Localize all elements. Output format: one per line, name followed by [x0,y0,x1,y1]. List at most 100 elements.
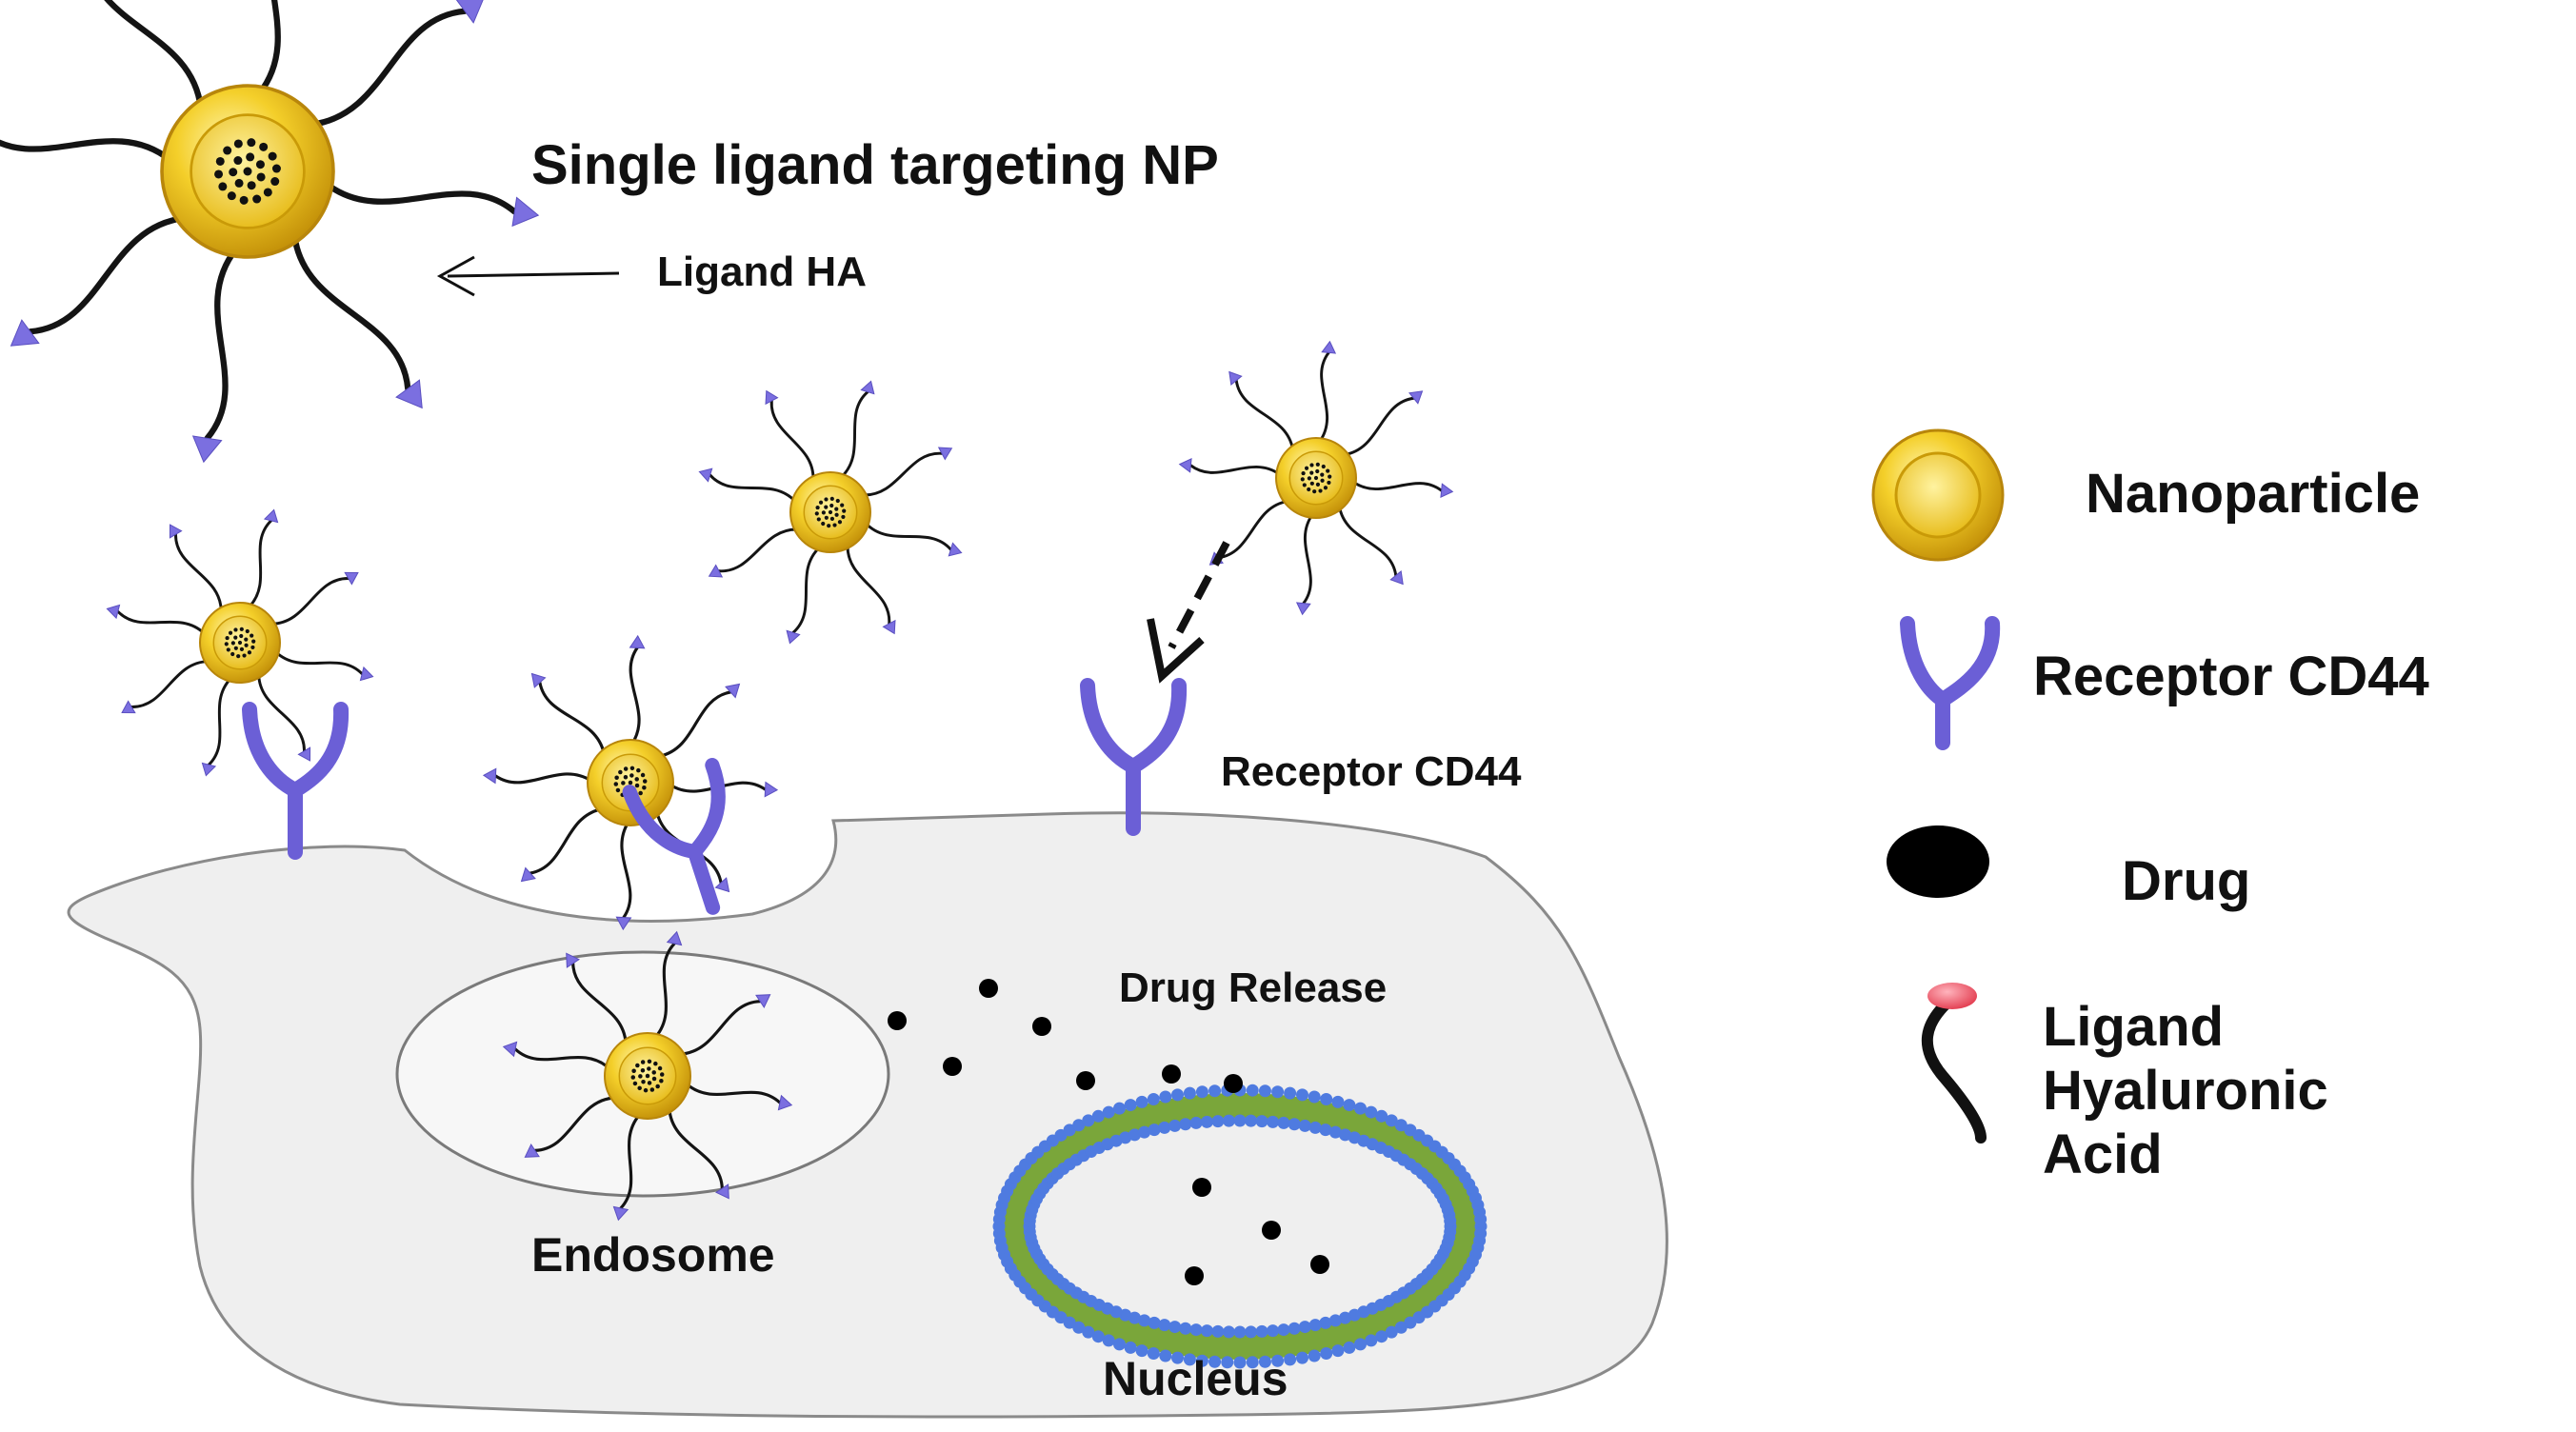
membrane-bead [1298,1321,1311,1334]
membrane-bead [1385,1325,1398,1339]
ligand-arm [839,390,869,479]
ligand-arm [322,180,518,215]
drug-dots [888,979,1329,1285]
membrane-bead [1284,1353,1297,1366]
membrane-bead [1091,1330,1105,1343]
ligand-arm [791,546,822,634]
ligand-tip [1321,340,1337,354]
nanoparticle-bound-left [106,508,374,777]
ligand-tip [1440,483,1454,499]
np-drug-dot [829,516,835,521]
drug-dot [1076,1071,1095,1090]
np-drug-dot [640,1068,646,1073]
np-drug-dot [259,142,269,151]
ligand-arm [116,609,207,635]
membrane-bead [1348,1308,1361,1322]
np-drug-dot [255,160,265,169]
np-drug-dot [1327,480,1331,486]
nanoparticles [0,0,1454,1222]
membrane-bead [1222,1114,1235,1127]
membrane-bead [1082,1325,1095,1339]
np-drug-dot [613,782,619,786]
np-drug-dot [659,1079,664,1084]
np-drug-dot [827,524,831,528]
membrane-bead [1179,1118,1192,1131]
membrane-bead [1222,1325,1235,1339]
ligand-tip [1295,602,1311,616]
membrane-bead [1200,1115,1213,1128]
drug-dot [1224,1074,1243,1093]
np-drug-dot [239,633,244,639]
legend-drug-icon [1887,825,1989,898]
np-drug-dot [647,1059,652,1064]
membrane-bead [1385,1114,1398,1127]
membrane-bead [1148,1124,1161,1137]
membrane-bead [1221,1356,1234,1369]
ligand-arm [846,543,891,626]
ligand-tip [666,930,683,946]
ligand-arm [1350,480,1444,492]
membrane-bead [1288,1118,1301,1131]
np-drug-dot [233,635,238,640]
np-drug-dot [841,514,846,520]
membrane-bead [1258,1355,1271,1368]
ligand-arm [104,0,205,111]
ligand-ha-arrow [436,255,620,297]
legend-drug-label: Drug [2122,850,2250,912]
ligand-arm [619,1112,642,1210]
ligand-arm [257,672,306,753]
ligand-tip [714,877,730,893]
drug-dot [1185,1266,1204,1285]
membrane-bead [1320,1347,1333,1361]
np-drug-dot [1318,488,1323,493]
membrane-bead [1267,1324,1280,1338]
membrane-bead [1375,1109,1388,1123]
np-drug-dot [1309,481,1314,486]
ligand-tip [1408,390,1424,405]
np-drug-dot [842,508,847,513]
membrane-bead [1158,1319,1171,1332]
np-drug-dot [1302,483,1307,487]
np-drug-dot [834,512,839,517]
np-drug-dot [615,787,621,793]
legend-ligand-label-3: Acid [2043,1124,2163,1185]
ligand-tip [777,1094,793,1111]
ligand-tip [297,746,311,762]
ligand-arm [668,1106,724,1190]
membrane-bead [1245,1325,1258,1339]
ligand-arm [620,820,632,920]
drug-dot [888,1011,907,1030]
ligand-arm [493,772,593,785]
membrane-bead [1135,1095,1148,1108]
ligand-tip [169,524,183,539]
np-drug-dot [614,775,619,780]
np-drug-dot [816,517,821,522]
membrane-bead [1208,1084,1222,1098]
np-drug-dot [638,1074,643,1079]
legend-nanoparticle-icon [1871,428,2005,562]
membrane-bead [1208,1355,1222,1368]
ligand-tip [615,916,632,931]
np-drug-dot [271,164,281,173]
np-drug-dot [1309,470,1314,475]
membrane-bead [1124,1341,1137,1354]
membrane-bead [1365,1105,1378,1119]
ligand-arm [248,519,273,609]
ligand-arm [629,646,641,746]
np-drug-dot [621,781,626,786]
np-drug-dot [1326,468,1330,473]
ligand-arm [717,527,800,573]
membrane-bead [1245,1114,1258,1127]
membrane-bead [1295,1351,1308,1364]
np-drug-dot [638,790,643,796]
membrane-bead [1159,1090,1172,1104]
np-drug-dot [1323,486,1328,490]
ligand-tip [698,467,713,483]
np-drug-dot [268,151,277,161]
drug-dot [1032,1017,1051,1036]
np-drug-dot [623,775,629,780]
ligand-tip [1178,457,1192,473]
membrane-bead [1444,1214,1457,1227]
np-drug-dot [250,645,255,650]
membrane-bead [1233,1325,1247,1339]
